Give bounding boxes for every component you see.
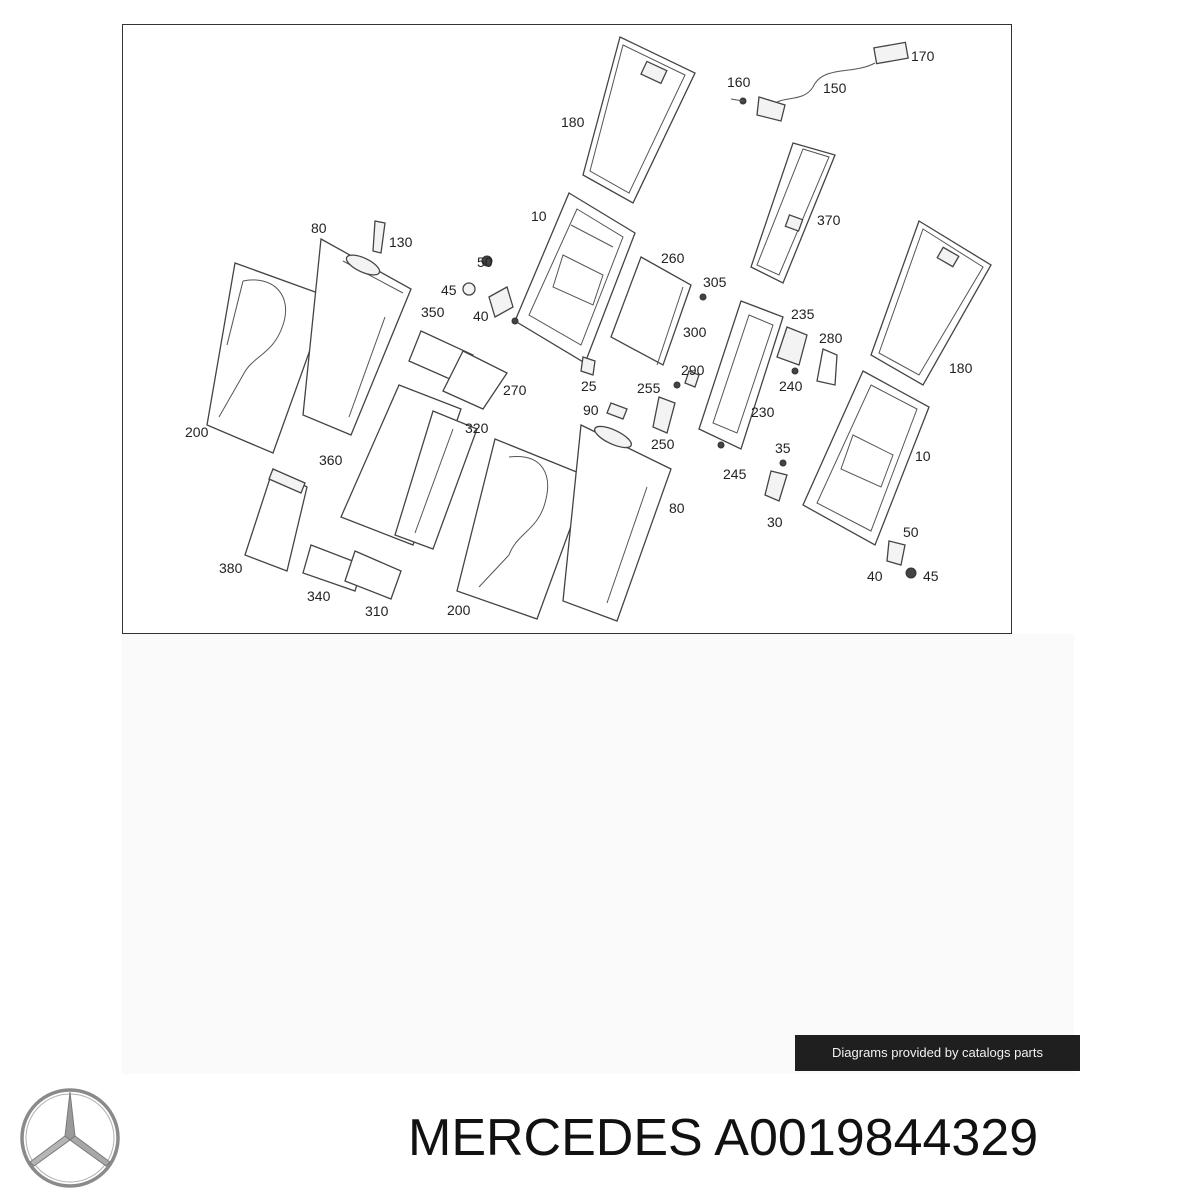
part-label: 280 (819, 330, 843, 346)
part-labels: 170 160 150 180 370 10 130 80 260 305 50… (185, 48, 973, 619)
part-label: 80 (311, 220, 327, 236)
part-label: 340 (307, 588, 331, 604)
part-370-panel (750, 142, 836, 284)
part-label: 160 (727, 74, 751, 90)
part-label: 35 (775, 440, 791, 456)
part-label: 150 (823, 80, 847, 96)
part-small-hardware-right (764, 459, 917, 579)
part-80-left-back (302, 237, 412, 436)
part-label: 30 (767, 514, 783, 530)
part-label: 230 (751, 404, 775, 420)
part-label: 380 (219, 560, 243, 576)
credit-badge: Diagrams provided by catalogs parts (795, 1035, 1080, 1071)
part-misc-small-center (580, 356, 725, 449)
part-label: 50 (477, 254, 493, 270)
part-380-box (244, 468, 308, 572)
part-label: 245 (723, 466, 747, 482)
part-number: A0019844329 (714, 1109, 1039, 1167)
part-label: 305 (703, 274, 727, 290)
part-label: 40 (867, 568, 883, 584)
part-label: 240 (779, 378, 803, 394)
part-label: 200 (447, 602, 471, 618)
part-label: 310 (365, 603, 389, 619)
part-label: 250 (651, 436, 675, 452)
part-200-center-cushion (456, 438, 590, 620)
part-340-310-covers (302, 544, 402, 600)
part-label: 270 (503, 382, 527, 398)
part-180-right-panel (870, 220, 992, 386)
part-label: 235 (791, 306, 815, 322)
part-label: 180 (561, 114, 585, 130)
part-180-top-panel (582, 36, 696, 204)
part-260-300-bracket (610, 256, 707, 366)
part-label: 260 (661, 250, 685, 266)
part-label: 10 (915, 448, 931, 464)
part-80-center-back (562, 424, 672, 622)
part-label: 350 (421, 304, 445, 320)
part-label: 180 (949, 360, 973, 376)
brand-name: MERCEDES (408, 1109, 703, 1167)
part-10-seat-frame-right (802, 370, 930, 546)
part-230-side-frame (698, 300, 784, 450)
part-label: 40 (473, 308, 489, 324)
part-label: 200 (185, 424, 209, 440)
exploded-view-drawing: 170 160 150 180 370 10 130 80 260 305 50… (185, 36, 992, 622)
part-label: 45 (923, 568, 939, 584)
part-label: 45 (441, 282, 457, 298)
mercedes-star-logo-icon (20, 1088, 120, 1188)
part-label: 320 (465, 420, 489, 436)
part-label: 80 (669, 500, 685, 516)
part-label: 170 (911, 48, 935, 64)
blank-lower-area (122, 634, 1074, 1074)
part-label: 370 (817, 212, 841, 228)
part-130-bolt (372, 220, 386, 254)
part-350-270-trim (408, 330, 508, 410)
part-small-hardware-left (462, 255, 519, 325)
brand-part-number-title: MERCEDES A0019844329 (408, 1108, 1038, 1168)
part-label: 25 (581, 378, 597, 394)
part-label: 255 (637, 380, 661, 396)
part-10-seat-frame-center (514, 192, 636, 364)
part-label: 360 (319, 452, 343, 468)
part-150-160-170-cable (730, 41, 909, 122)
part-label: 10 (531, 208, 547, 224)
parts-diagram: 170 160 150 180 370 10 130 80 260 305 50… (122, 24, 1012, 634)
part-label: 130 (389, 234, 413, 250)
part-360-320-cushions (340, 384, 478, 550)
part-label: 300 (683, 324, 707, 340)
part-235-240-280-brackets (776, 326, 838, 386)
part-label: 90 (583, 402, 599, 418)
part-label: 50 (903, 524, 919, 540)
part-200-left-cushion (206, 262, 330, 454)
part-label: 290 (681, 362, 705, 378)
